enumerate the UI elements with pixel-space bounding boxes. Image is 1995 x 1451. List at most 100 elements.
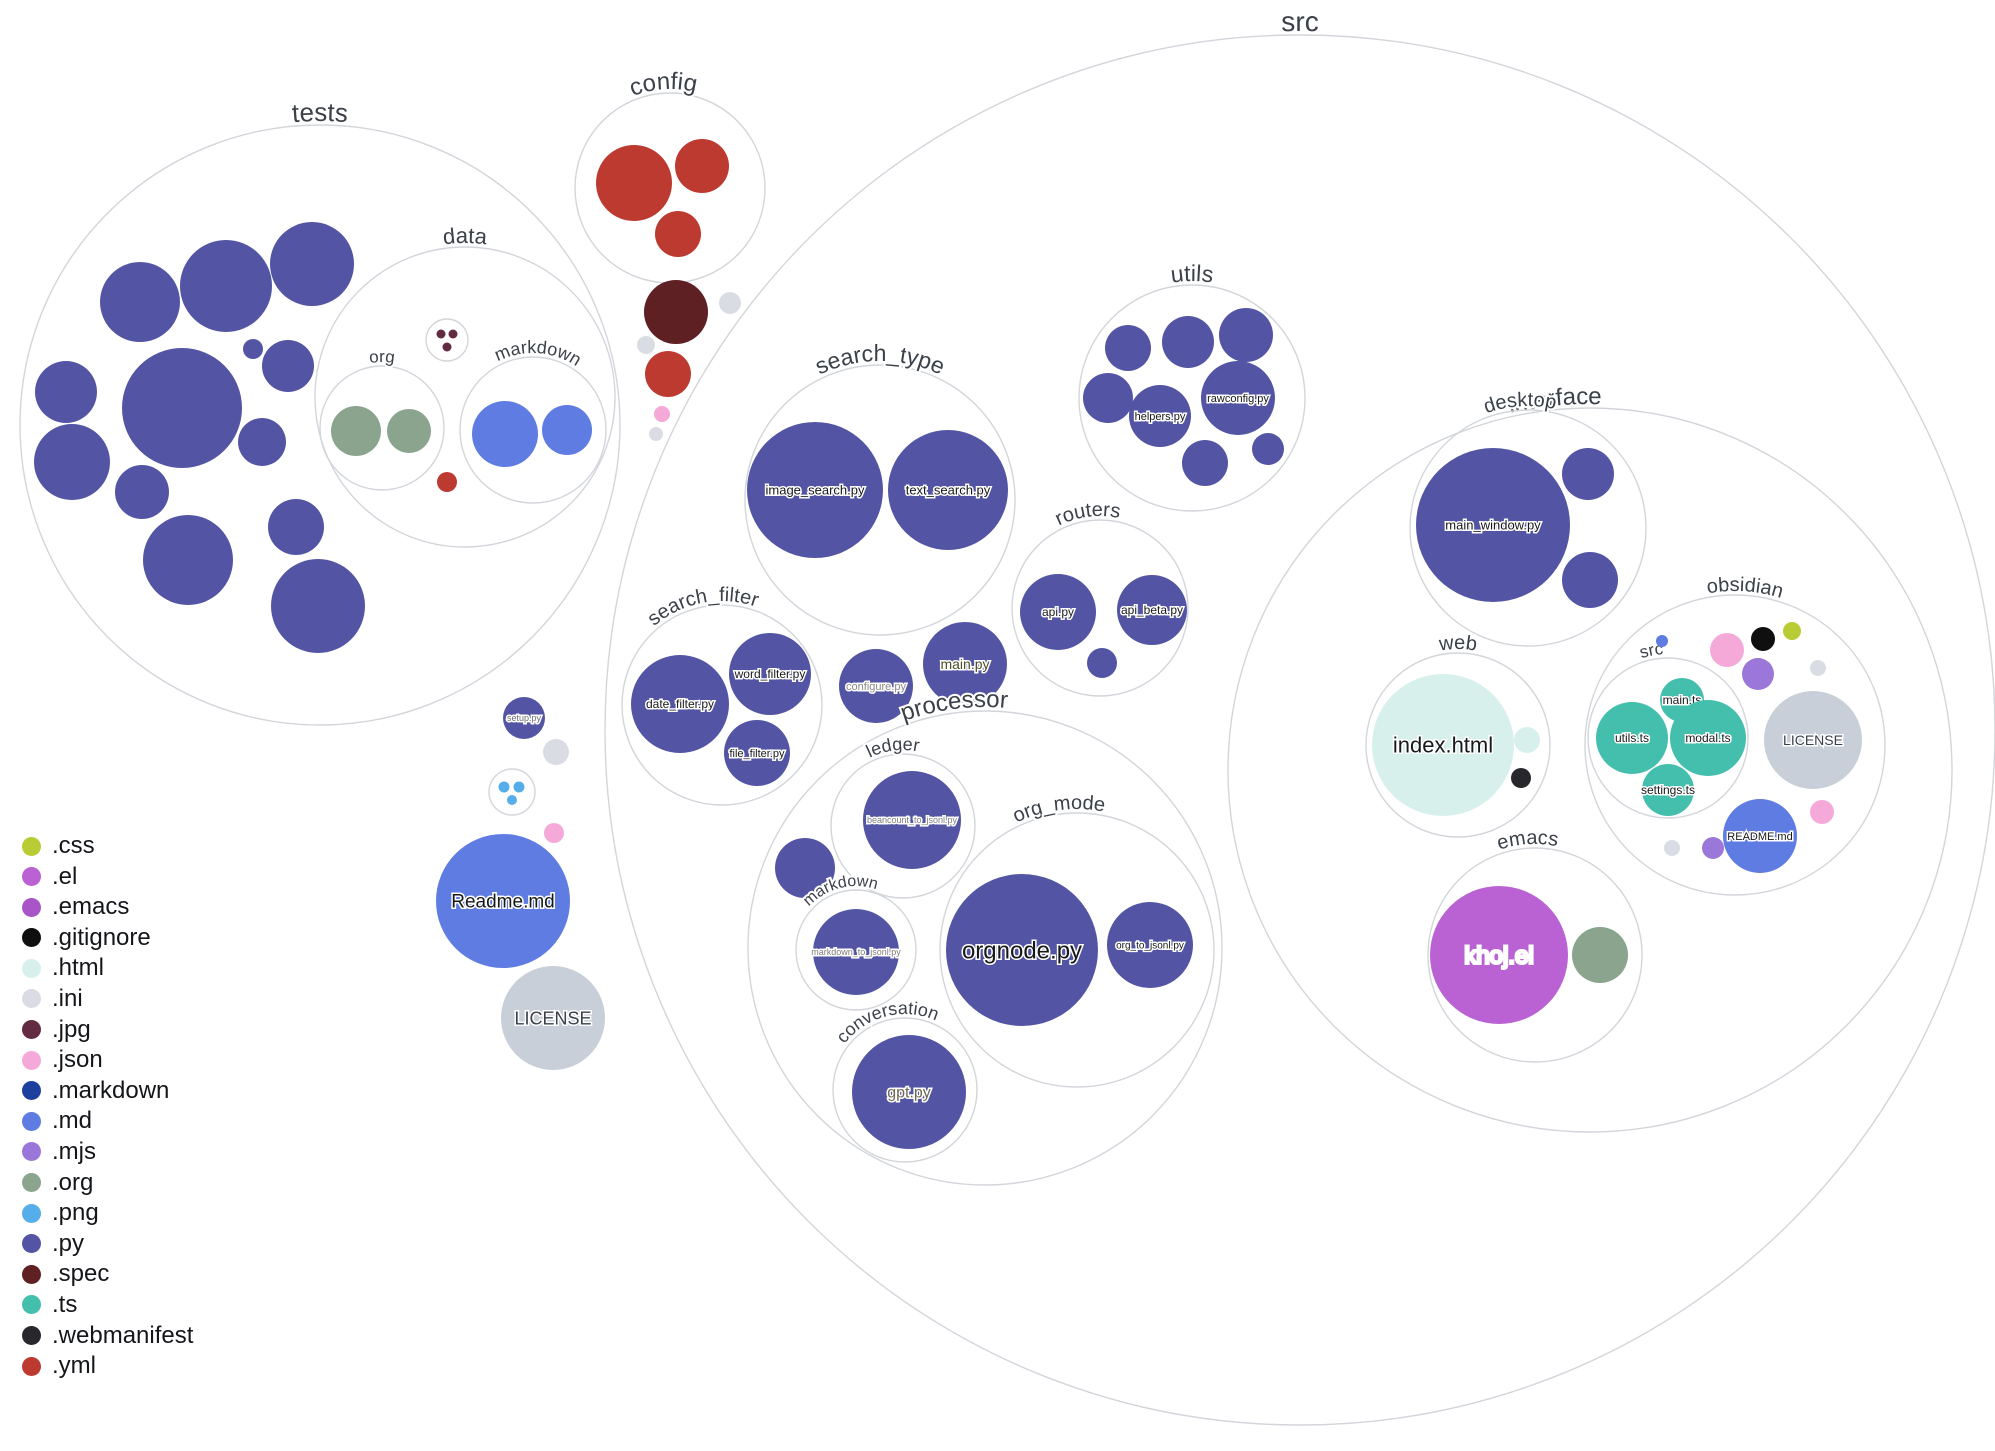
dir-label-ledger: ledger <box>863 734 921 761</box>
file-dot-.py <box>1252 433 1284 465</box>
file-dot-.mjs <box>1702 837 1724 859</box>
legend-label: .png <box>52 1199 99 1227</box>
file-circle-helpers.py <box>1129 385 1191 447</box>
file-circle-orgnode.py <box>946 874 1098 1026</box>
file-dot-.html <box>1514 727 1540 753</box>
file-label-api.py: api.py <box>1042 605 1074 619</box>
legend-item: .webmanifest <box>22 1321 194 1349</box>
file-dot-.py <box>1182 440 1228 486</box>
dir-label-config: config <box>626 68 700 102</box>
legend-swatch-ts <box>22 1295 41 1315</box>
file-circle-main.py <box>923 622 1007 706</box>
file-dot-.py <box>775 838 835 898</box>
legend-item: .mjs <box>22 1137 193 1165</box>
file-label-settings.ts: settings.ts <box>1641 783 1695 797</box>
file-dot-.py <box>34 424 110 500</box>
dir-circle-markdown <box>795 889 917 1011</box>
legend-swatch-markdown <box>22 1081 41 1101</box>
file-dot-.ini <box>637 336 655 354</box>
file-label-Readme.md: Readme.md <box>451 892 555 913</box>
file-dot-.py <box>268 499 324 555</box>
file-dot-.yml <box>437 472 457 492</box>
legend-item: .gitignore <box>22 925 193 950</box>
dir-label-src: src <box>1281 6 1319 37</box>
file-dot-.ini <box>543 739 569 765</box>
legend-label: .webmanifest <box>52 1321 194 1349</box>
legend-label: .jpg <box>52 1015 91 1043</box>
dir-circle-group <box>425 318 469 362</box>
file-circle-api.py <box>1020 574 1096 650</box>
legend-item: .yml <box>22 1354 193 1378</box>
file-circle-rawconfig.py <box>1201 361 1275 435</box>
legend-item: .org <box>22 1168 193 1196</box>
file-dot-.py <box>180 240 272 332</box>
dir-circle-utils <box>1078 284 1306 512</box>
file-dot-.ini <box>719 292 741 314</box>
legend-item: .md <box>22 1109 193 1133</box>
dir-label-web: web <box>1437 632 1479 656</box>
file-label-modal.ts: modal.ts <box>1685 731 1730 745</box>
legend-item: .json <box>22 1048 193 1072</box>
file-circle-khoj.el <box>1430 886 1568 1024</box>
dir-circle-web <box>1365 652 1551 838</box>
dir-label-tests: tests <box>291 97 349 128</box>
file-dot-.py <box>1219 308 1273 362</box>
file-label-LICENSE: LICENSE <box>1783 732 1843 748</box>
file-dot-.py <box>143 515 233 605</box>
file-label-setup.py: setup.py <box>507 713 542 723</box>
legend-label: .org <box>52 1168 94 1196</box>
file-dot-.json <box>544 823 564 843</box>
legend-swatch-emacs <box>22 897 41 917</box>
file-circle-index.html <box>1372 674 1514 816</box>
file-dot-.yml <box>655 211 701 257</box>
dir-label-search_filter: search_filter <box>643 584 761 630</box>
file-dot-.mjs <box>1742 658 1774 690</box>
dir-label-obsidian: obsidian <box>1705 574 1786 603</box>
file-label-image_search.py: image_search.py <box>766 483 865 498</box>
file-circle-image_search.py <box>747 422 883 558</box>
legend-label: .markdown <box>52 1076 170 1104</box>
file-circle-configure.py <box>839 649 913 723</box>
file-circle-api_beta.py <box>1117 575 1187 645</box>
dir-circle-routers <box>1011 519 1189 697</box>
file-label-file_filter.py: file_filter.py <box>729 748 785 760</box>
legend-label: .yml <box>52 1352 96 1380</box>
file-label-date_filter.py: date_filter.py <box>646 697 714 711</box>
dir-label-search_type: search_type <box>811 340 949 379</box>
dir-circle-src <box>604 34 1995 1426</box>
file-dot-.org <box>1572 927 1628 983</box>
legend-swatch-gitignore <box>22 928 41 948</box>
file-label-README.md: README.md <box>1727 831 1792 843</box>
file-label-word_filter.py: word_filter.py <box>734 667 806 681</box>
file-circle-README.md <box>1723 799 1797 873</box>
file-dot-.yml <box>675 139 729 193</box>
legend-swatch-css <box>22 836 41 856</box>
dir-label-org_mode: org_mode <box>1010 792 1107 827</box>
legend-swatch-ini <box>22 989 41 1009</box>
file-dot-.org <box>387 409 431 453</box>
legend-label: .mjs <box>52 1137 96 1165</box>
legend-item: .ts <box>22 1290 193 1318</box>
file-circle-LICENSE <box>1764 691 1862 789</box>
file-circle-text_search.py <box>888 430 1008 550</box>
dir-circle-group <box>488 768 536 816</box>
file-label-main.py: main.py <box>940 656 989 672</box>
file-label-gpt.py: gpt.py <box>887 1085 931 1102</box>
file-dot-.py <box>1105 325 1151 371</box>
file-circle-file_filter.py <box>724 720 790 786</box>
file-dot-.jpg <box>436 329 446 339</box>
legend-label: .spec <box>52 1260 110 1288</box>
file-dot-.jpg <box>442 342 452 352</box>
dir-circle-search_filter <box>621 604 823 806</box>
file-dot-.md <box>1656 635 1668 647</box>
dir-circle-ledger <box>830 753 976 899</box>
file-label-utils.ts: utils.ts <box>1615 731 1649 745</box>
legend-label: .css <box>52 832 95 859</box>
file-circle-utils.ts <box>1596 702 1668 774</box>
legend-item: .markdown <box>22 1076 193 1104</box>
file-circle-beancount_to_jsonl.py <box>863 771 961 869</box>
file-dot-.yml <box>596 145 672 221</box>
dir-circle-processor <box>747 710 1223 1186</box>
legend-label: .ts <box>52 1290 78 1318</box>
file-dot-.py <box>1087 648 1117 678</box>
